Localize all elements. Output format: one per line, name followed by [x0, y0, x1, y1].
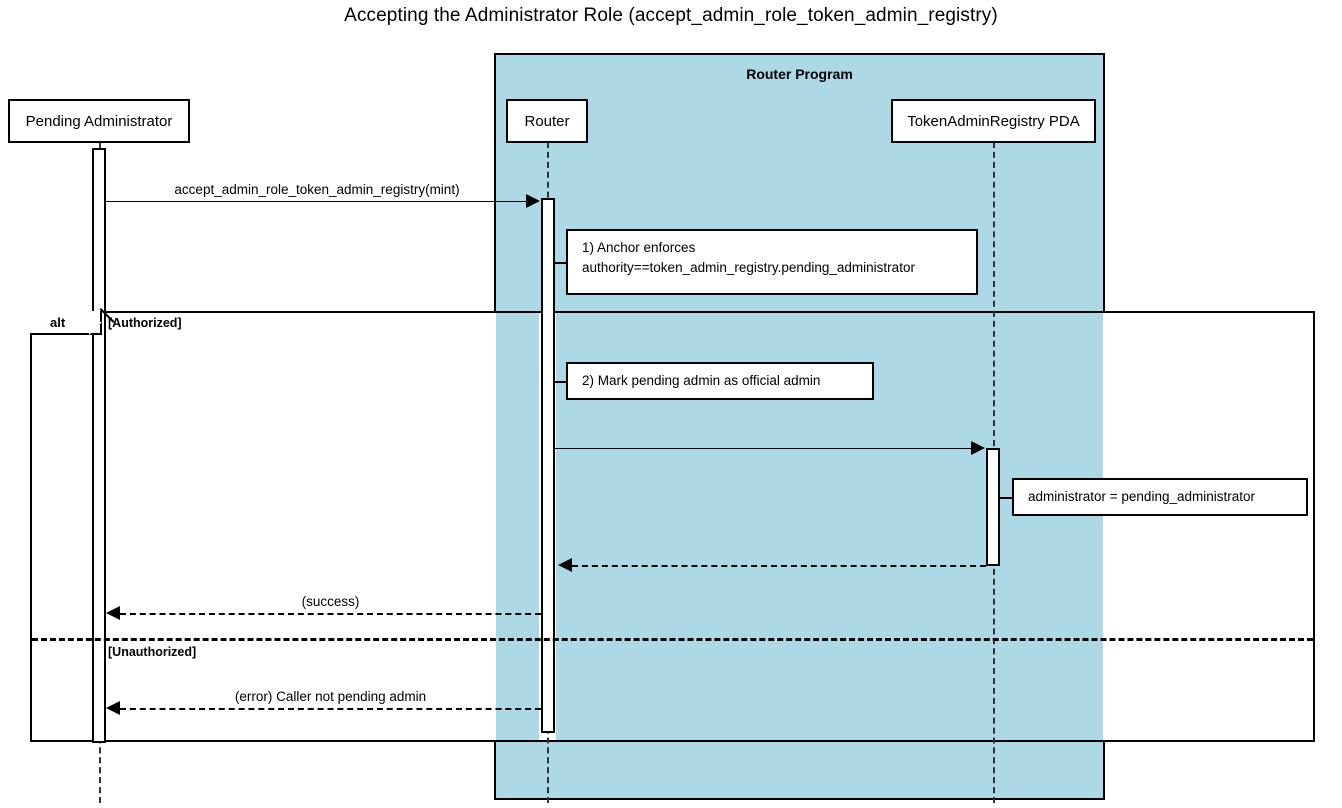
- note-connector-mark-admin: [555, 381, 570, 383]
- message-line-success: [120, 613, 541, 615]
- message-arrowhead-success: [106, 606, 120, 620]
- message-label-error: (error) Caller not pending admin: [234, 689, 427, 704]
- participant-label: TokenAdminRegistry PDA: [907, 112, 1080, 130]
- activation-router: [541, 198, 555, 733]
- participant-label: Pending Administrator: [25, 112, 173, 130]
- guard-authorized: [Authorized]: [108, 316, 182, 330]
- fragment-alt: [30, 311, 1315, 742]
- message-line-update-registry: [555, 448, 973, 449]
- message-label-success: (success): [301, 594, 360, 609]
- fragment-operator-label: alt: [50, 314, 66, 330]
- participant-label: Router: [524, 112, 570, 130]
- fragment-divider: [32, 638, 1313, 641]
- guard-unauthorized: [Unauthorized]: [108, 645, 197, 659]
- page-title: Accepting the Administrator Role (accept…: [344, 5, 998, 26]
- participant-router[interactable]: Router: [506, 99, 588, 143]
- message-arrowhead-error: [106, 701, 120, 715]
- note-connector-anchor-enforces: [555, 262, 570, 264]
- note-mark-admin: 2) Mark pending admin as official admin: [566, 362, 874, 400]
- message-arrowhead-accept-admin-role: [526, 194, 540, 208]
- participant-pending-administrator[interactable]: Pending Administrator: [8, 99, 190, 143]
- message-line-error: [120, 708, 541, 710]
- note-administrator-assignment: administrator = pending_administrator: [1012, 478, 1308, 516]
- fragment-blue-band-left: [496, 313, 539, 740]
- participant-token-admin-registry-pda[interactable]: TokenAdminRegistry PDA: [891, 99, 1096, 143]
- message-label-accept-admin-role: accept_admin_role_token_admin_registry(m…: [174, 182, 460, 197]
- note-anchor-enforces: 1) Anchor enforces authority==token_admi…: [566, 229, 978, 295]
- message-line-registry-return: [572, 565, 986, 567]
- group-label: Router Program: [746, 66, 853, 82]
- message-arrowhead-registry-return: [558, 558, 572, 572]
- note-connector-administrator-assignment: [1000, 497, 1014, 499]
- activation-token-admin-registry-pda: [986, 448, 1000, 566]
- message-line-accept-admin-role: [106, 201, 528, 202]
- message-arrowhead-update-registry: [971, 441, 985, 455]
- fragment-tag-notch-icon: [89, 322, 102, 335]
- activation-pending-administrator: [92, 148, 106, 743]
